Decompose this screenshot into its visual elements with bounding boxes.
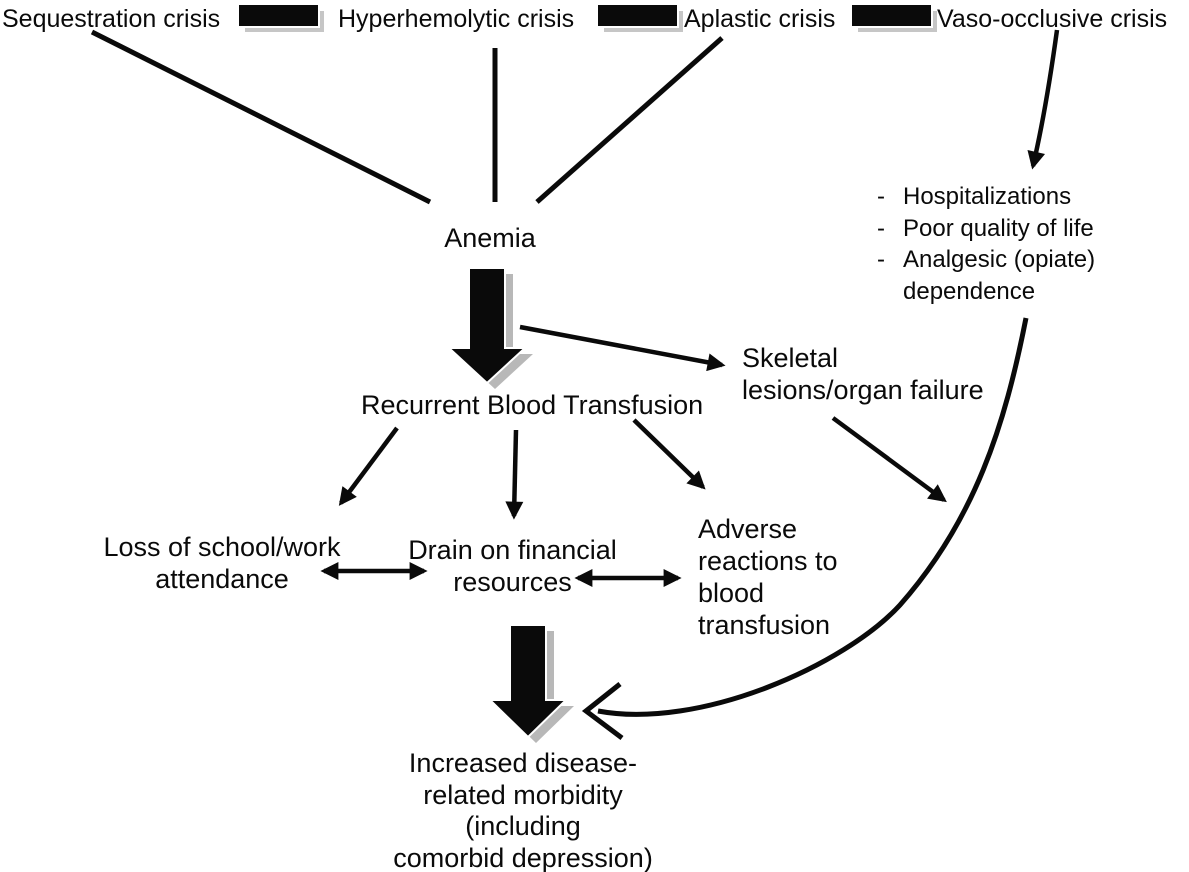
- node-recurrent-blood-transfusion: Recurrent Blood Transfusion: [361, 390, 704, 420]
- node-line: related morbidity: [423, 779, 623, 810]
- list-item-text: Hospitalizations: [903, 183, 1072, 210]
- crisis-bar-icon: [598, 5, 677, 26]
- node-adverse-reactions: Adverse reactions to blood transfusion: [698, 513, 838, 641]
- node-line: blood: [698, 578, 765, 608]
- block-arrow-anemia-to-transfusion: [446, 267, 533, 389]
- list-item: - Analgesic (opiate): [877, 244, 1095, 276]
- arrow-vaso-to-effects: [1027, 29, 1060, 170]
- crisis-bar-icon: [239, 5, 318, 26]
- node-sequestration-crisis: Sequestration crisis: [2, 5, 221, 33]
- node-line: comorbid depression): [393, 843, 653, 872]
- crisis-bar-icon: [852, 5, 931, 26]
- line-aplastic-to-anemia: [535, 36, 724, 204]
- list-item-text: dependence: [903, 278, 1036, 306]
- vaso-effects-list: - Hospitalizations - Poor quality of lif…: [877, 181, 1095, 308]
- node-line: reactions to: [698, 546, 838, 576]
- bullet-dash: -: [877, 183, 885, 210]
- arrow-transfusion-to-drain: [505, 429, 524, 520]
- node-line: lesions/organ failure: [742, 375, 984, 405]
- list-item: dependence: [877, 276, 1095, 308]
- node-line: attendance: [155, 564, 289, 594]
- node-anemia: Anemia: [444, 223, 536, 253]
- node-line: transfusion: [698, 610, 831, 640]
- arrow-transfusion-to-loss: [338, 426, 399, 506]
- node-line: Adverse: [698, 514, 798, 544]
- node-hyperhemolytic-crisis: Hyperhemolytic crisis: [338, 5, 575, 33]
- open-arrowhead-icon: [581, 682, 624, 740]
- list-item: - Poor quality of life: [877, 213, 1095, 245]
- bullet-dash: -: [877, 246, 885, 274]
- curve-effects-to-morbidity: [597, 317, 1029, 717]
- bullet-dash: -: [877, 214, 885, 242]
- list-item: - Hospitalizations: [877, 181, 1095, 213]
- arrow-transfusion-to-adverse: [632, 418, 706, 490]
- node-line: resources: [453, 567, 572, 597]
- node-line: Drain on financial: [408, 535, 617, 565]
- list-item-text: Poor quality of life: [903, 214, 1094, 242]
- bullet-dash: [877, 276, 903, 308]
- arrow-anemia-to-skeletal: [519, 324, 726, 372]
- node-vaso-occlusive-crisis: Vaso-occlusive crisis: [937, 5, 1168, 33]
- node-drain-financial-resources: Drain on financial resources: [390, 534, 635, 598]
- node-line: (including: [465, 811, 581, 842]
- node-increased-morbidity: Increased disease- related morbidity (in…: [372, 748, 674, 872]
- block-arrow-to-morbidity: [487, 624, 574, 743]
- line-sequestration-to-anemia: [90, 29, 432, 205]
- node-line: Loss of school/work: [103, 532, 341, 562]
- list-item-text: Analgesic (opiate): [903, 246, 1096, 274]
- node-line: Increased disease-: [408, 748, 638, 778]
- node-line: Skeletal: [742, 343, 839, 373]
- arrow-skeletal-to-curve: [831, 416, 947, 503]
- node-loss-of-school-work: Loss of school/work attendance: [97, 531, 347, 595]
- node-skeletal-lesions: Skeletal lesions/organ failure: [742, 342, 984, 406]
- node-aplastic-crisis: Aplastic crisis: [684, 5, 836, 33]
